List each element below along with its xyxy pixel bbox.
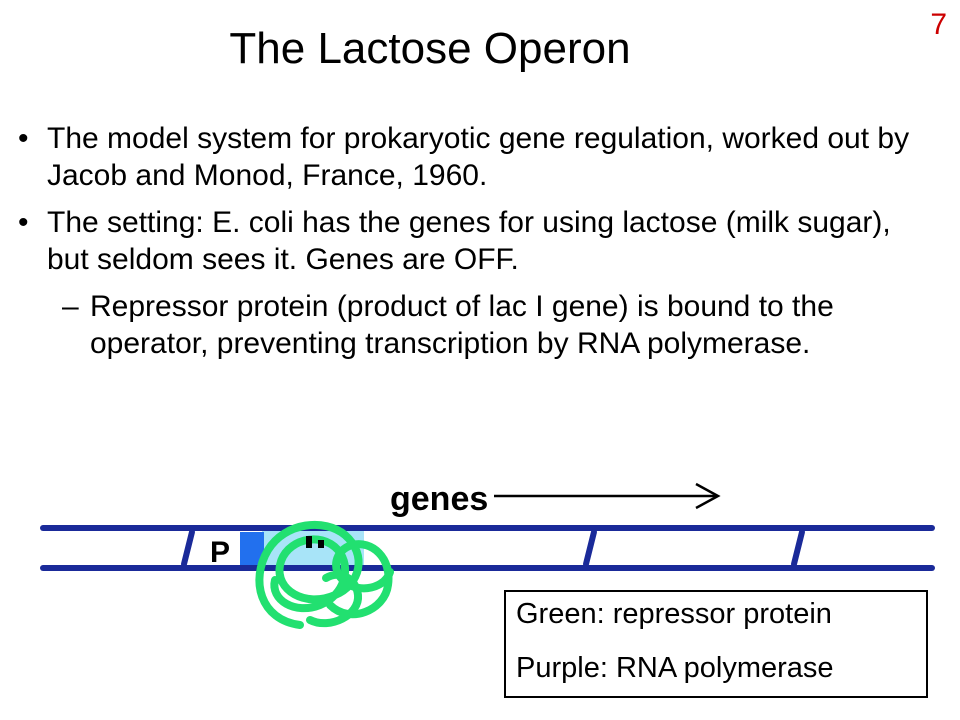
genes-arrow [494, 482, 721, 510]
bullet-marker: • [18, 122, 29, 155]
gene-boundaries [181, 529, 805, 567]
operon-diagram: genes P [40, 480, 935, 629]
promoter-box [200, 530, 240, 568]
dna-top-strand [40, 525, 935, 531]
legend-polymerase: Purple: RNA polymerase [516, 652, 834, 684]
slide-number: 7 [930, 8, 947, 41]
legend-box: Green: repressor protein Purple: RNA pol… [504, 590, 928, 698]
slide-title: The Lactose Operon [229, 24, 631, 73]
promoter-label: P [210, 536, 230, 569]
dna-bottom-strand [40, 565, 935, 571]
sub-bullet-marker: – [62, 290, 79, 323]
bullet-item: • The model system for prokaryotic gene … [0, 120, 960, 194]
bullet-item: • The setting: E. coli has the genes for… [0, 204, 960, 278]
operator-marks [306, 536, 324, 548]
legend-repressor: Green: repressor protein [516, 598, 832, 630]
bullet-marker: • [18, 206, 29, 239]
sub-bullet-text: Repressor protein (product of lac I gene… [90, 290, 834, 360]
genes-label: genes [390, 480, 488, 518]
sub-bullet-item: – Repressor protein (product of lac I ge… [0, 288, 960, 362]
repressor-protein [255, 520, 394, 629]
boundary-mark [181, 529, 195, 567]
boundary-mark [583, 529, 597, 567]
bullet-text: The setting: E. coli has the genes for u… [47, 206, 891, 276]
boundary-mark [791, 529, 805, 567]
bullet-list: • The model system for prokaryotic gene … [0, 120, 960, 362]
bullet-text: The model system for prokaryotic gene re… [47, 122, 910, 192]
